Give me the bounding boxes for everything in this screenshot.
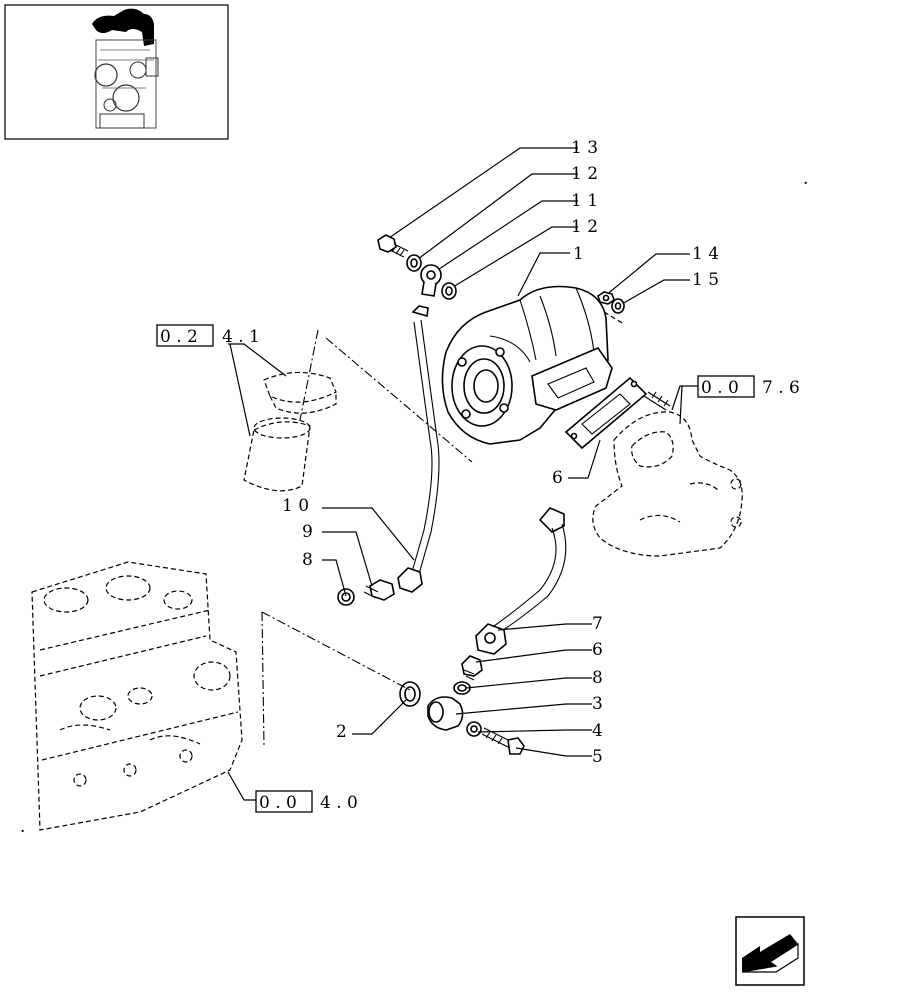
fitting-6-lower (461, 655, 483, 681)
return-pipe-7 (475, 507, 567, 655)
callout-3: 3 (592, 694, 603, 714)
callout-6-gasket: 6 (552, 468, 563, 488)
callout-15: 1 5 (692, 270, 719, 290)
reference-leaders (228, 343, 698, 437)
washer-4 (466, 721, 482, 737)
fitting-9 (363, 579, 395, 601)
washer-12-lower (441, 282, 457, 300)
callout-2: 2 (336, 722, 347, 742)
turbocharger-1 (441, 285, 625, 445)
reference-0-24-1[interactable]: 0 . 2 4 . 1 (156, 324, 260, 347)
callout-11: 1 1 (571, 191, 598, 211)
callout-4: 4 (592, 721, 603, 741)
bolt-5 (481, 727, 525, 755)
callout-7: 7 (592, 614, 603, 634)
callout-6-fitting: 6 (592, 640, 603, 660)
engine-block-ref (31, 561, 256, 831)
reference-0-04-0[interactable]: 0 . 0 4 . 0 (255, 790, 358, 813)
reference-rest-text: 4 . 1 (222, 327, 260, 347)
reference-0-07-6[interactable]: 0 . 0 7 . 6 (697, 375, 800, 398)
bolt-13 (377, 234, 409, 258)
banjo-fitting-11 (420, 264, 442, 297)
callout-8-upper: 8 (302, 550, 313, 570)
callout-14: 1 4 (692, 244, 719, 264)
elbow-fitting-3 (427, 696, 464, 731)
back-arrow-icon[interactable] (735, 916, 805, 986)
callout-8-lower: 8 (592, 668, 603, 688)
callout-labels: 1 3 1 2 1 1 1 2 1 1 4 1 5 6 1 0 9 8 7 6 … (282, 138, 719, 767)
callout-5: 5 (592, 747, 603, 767)
dot-mark: . (803, 169, 808, 189)
nut-14 (597, 291, 615, 305)
reference-boxed-text: 0 . 2 (160, 327, 198, 347)
reference-boxed-text: 0 . 0 (259, 793, 297, 813)
dot-mark: . (20, 817, 25, 837)
oil-feed-pipe-10 (397, 305, 440, 593)
intake-hose-ref (243, 329, 473, 492)
seal-ring-2 (399, 681, 421, 707)
leaders-lower (261, 507, 592, 757)
gasket-6 (564, 376, 648, 479)
reference-rest-text: 7 . 6 (762, 378, 800, 398)
engine-thumbnail (4, 4, 229, 140)
callout-12: 1 2 (571, 164, 598, 184)
callout-13: 1 3 (571, 138, 598, 158)
callout-9: 9 (302, 522, 313, 542)
washer-12 (406, 254, 422, 272)
reference-rest-text: 4 . 0 (320, 793, 358, 813)
exhaust-manifold-ref (592, 411, 743, 557)
leaders-top (385, 147, 690, 306)
callout-1: 1 (573, 244, 584, 264)
callout-12-b: 1 2 (571, 217, 598, 237)
reference-boxed-text: 0 . 0 (701, 378, 739, 398)
callout-10: 1 0 (282, 496, 309, 516)
seal-ring-8-upper (337, 588, 355, 606)
stud (643, 391, 671, 411)
washer-15 (611, 298, 625, 314)
